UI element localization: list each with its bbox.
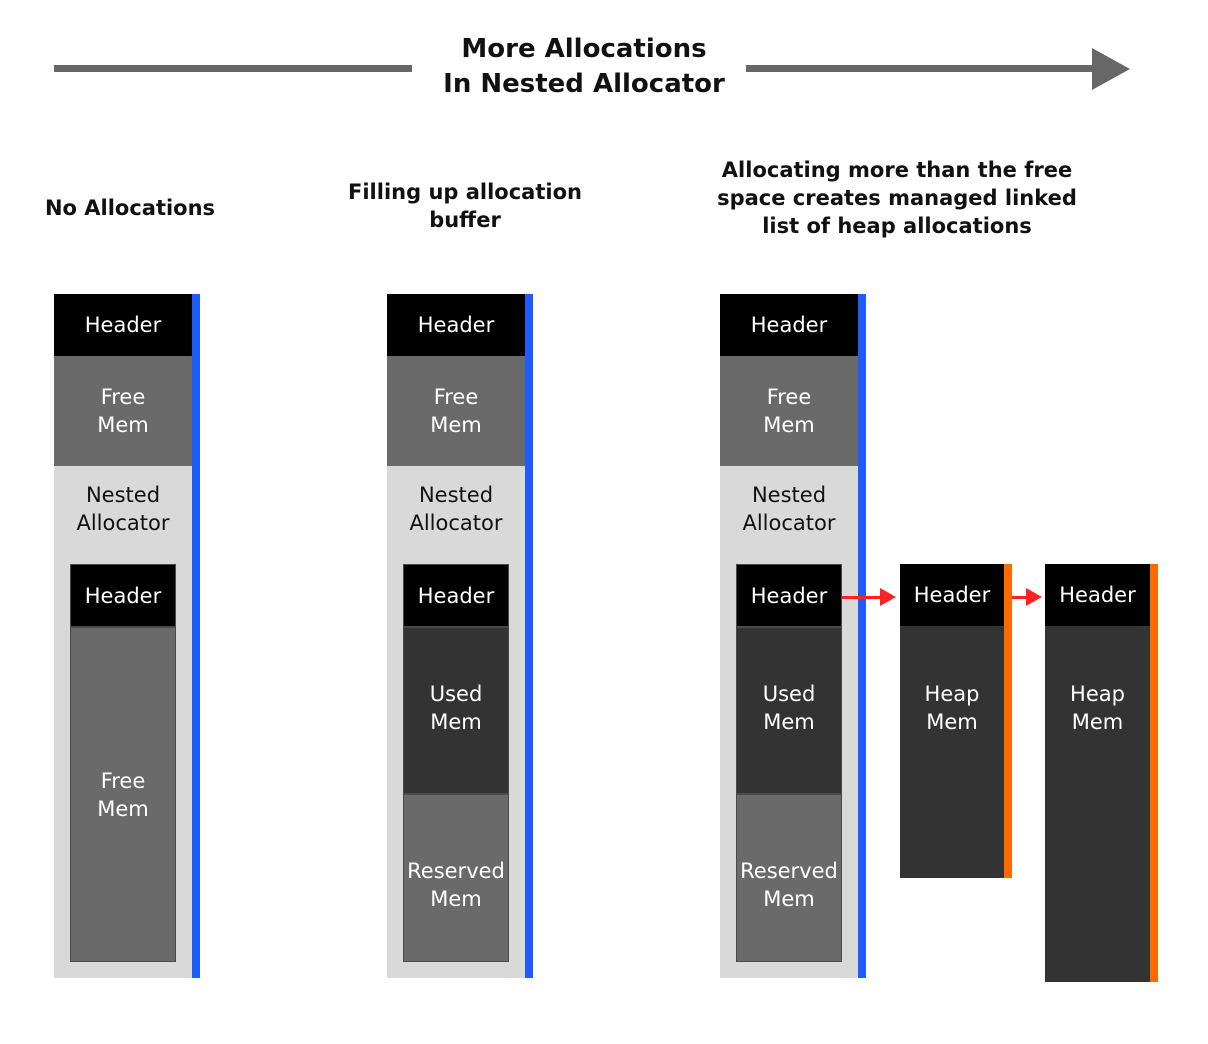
reserved-mem-label: Reserved (740, 859, 838, 883)
outer-header-label: Header (417, 313, 495, 337)
caption-line: No Allocations (44, 196, 216, 220)
reserved-mem-label: Reserved (407, 859, 505, 883)
free-mem-label: Free (100, 768, 146, 793)
inner-header-label: Header (84, 583, 162, 608)
nested-label-line: Allocator (76, 511, 170, 535)
heap-mem-block-2: Heap Mem (1045, 626, 1150, 982)
caption-heap-allocations: Allocating more than the free space crea… (702, 156, 1092, 240)
nested-label-line: Allocator (742, 511, 836, 535)
free-mem-label: Free (433, 385, 479, 409)
nested-allocator-label: Nested Allocator (54, 480, 192, 538)
heap-mem-label: Mem (926, 710, 978, 734)
link-arrow-1-shaft (842, 596, 882, 599)
allocator-bar (525, 294, 533, 978)
reserved-mem-block: Reserved Mem (403, 794, 509, 962)
outer-header-label: Header (84, 313, 162, 337)
heap-header-block-2: Header (1045, 564, 1150, 626)
free-mem-label: Mem (97, 796, 149, 821)
outer-header-label: Header (750, 313, 828, 337)
free-mem-label: Free (766, 385, 812, 409)
outer-free-mem-block: Free Mem (54, 356, 192, 466)
used-mem-block: Used Mem (403, 627, 509, 794)
heap-bar-2 (1150, 564, 1158, 982)
inner-header-block: Header (736, 564, 842, 627)
link-arrow-1-head-icon (880, 588, 896, 606)
top-arrow-right-line (746, 65, 1098, 72)
inner-free-mem-block: Free Mem (70, 627, 176, 962)
used-mem-label: Used (762, 682, 816, 706)
used-mem-label: Used (429, 682, 483, 706)
allocator-bar (858, 294, 866, 978)
title-line-2: In Nested Allocator (443, 69, 725, 99)
caption-filling-buffer: Filling up allocation buffer (330, 178, 600, 234)
allocator-bar (192, 294, 200, 978)
nested-label-line: Nested (751, 483, 827, 507)
used-mem-label: Mem (763, 710, 815, 734)
link-arrow-2-shaft (1012, 596, 1028, 599)
heap-header-block-1: Header (900, 564, 1004, 626)
used-mem-block: Used Mem (736, 627, 842, 794)
link-arrow-2-head-icon (1026, 588, 1042, 606)
nested-label-line: Nested (418, 483, 494, 507)
outer-header-block: Header (54, 294, 192, 356)
heap-mem-label: Heap (924, 682, 980, 706)
inner-header-block: Header (403, 564, 509, 627)
heap-header-label: Header (913, 583, 991, 607)
outer-free-mem-block: Free Mem (720, 356, 858, 466)
free-mem-label: Free (100, 385, 146, 409)
diagram-title: More Allocations In Nested Allocator (420, 32, 748, 102)
free-mem-label: Mem (430, 413, 482, 437)
inner-header-label: Header (417, 583, 495, 608)
top-arrow-head-icon (1092, 48, 1130, 90)
caption-line: buffer (429, 208, 501, 232)
reserved-mem-label: Mem (430, 887, 482, 911)
nested-allocator-label: Nested Allocator (720, 480, 858, 538)
nested-allocator-label: Nested Allocator (387, 480, 525, 538)
reserved-mem-label: Mem (763, 887, 815, 911)
inner-header-block: Header (70, 564, 176, 627)
heap-mem-block-1: Heap Mem (900, 626, 1004, 878)
reserved-mem-block: Reserved Mem (736, 794, 842, 962)
outer-free-mem-block: Free Mem (387, 356, 525, 466)
title-line-1: More Allocations (461, 34, 707, 64)
caption-line: space creates managed linked (717, 186, 1077, 210)
caption-line: Filling up allocation (348, 180, 582, 204)
nested-label-line: Nested (85, 483, 161, 507)
free-mem-label: Mem (97, 413, 149, 437)
caption-no-allocations: No Allocations (30, 194, 230, 222)
caption-line: Allocating more than the free (721, 158, 1073, 182)
outer-header-block: Header (720, 294, 858, 356)
nested-label-line: Allocator (409, 511, 503, 535)
heap-mem-label: Mem (1071, 710, 1124, 734)
heap-bar-1 (1004, 564, 1012, 878)
top-arrow-left-line (54, 65, 412, 72)
heap-mem-label: Heap (1070, 682, 1125, 706)
caption-line: list of heap allocations (762, 214, 1032, 238)
heap-header-label: Header (1059, 583, 1136, 607)
inner-header-label: Header (750, 583, 828, 608)
outer-header-block: Header (387, 294, 525, 356)
used-mem-label: Mem (430, 710, 482, 734)
free-mem-label: Mem (763, 413, 815, 437)
